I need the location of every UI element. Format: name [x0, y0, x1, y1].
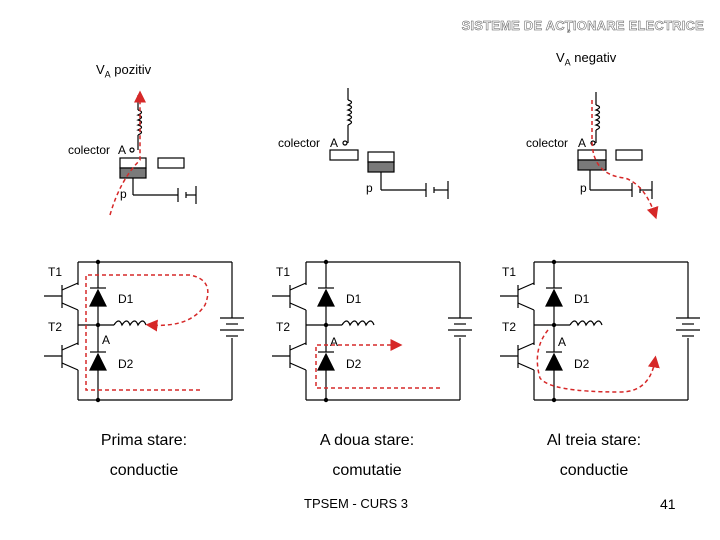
- current-path-3: [536, 329, 660, 393]
- footer-course: TPSEM - CURS 3: [304, 496, 409, 511]
- va-pozitiv-label: VA pozitiv: [96, 62, 152, 80]
- va-negativ-label: VA negativ: [556, 50, 617, 68]
- circuit-2: [272, 261, 472, 401]
- state-3-title: Al treia stare:: [546, 432, 642, 449]
- t2-label-1: T2: [48, 320, 63, 334]
- circuit-1-nodes: [95, 259, 101, 403]
- p-label-1: p: [120, 187, 127, 201]
- state-1-title: Prima stare:: [100, 432, 188, 449]
- current-path-2: [315, 339, 440, 389]
- circuit-2-nodes: [323, 259, 329, 403]
- a-label-3: A: [558, 335, 567, 349]
- d2-label-1: D2: [118, 357, 134, 371]
- p-label-2: p: [366, 181, 373, 195]
- current-arrow-top-1: [109, 90, 146, 216]
- a-label-top-3: A: [578, 136, 587, 150]
- colector-label-3: colector: [526, 136, 569, 150]
- a-label-top-1: A: [118, 143, 127, 157]
- t1-label-3: T1: [502, 265, 517, 279]
- state-1-mode: conductie: [109, 462, 179, 479]
- d1-label-1: D1: [118, 292, 134, 306]
- top-schematic-3: [577, 92, 653, 199]
- d2-label-2: D2: [346, 357, 362, 371]
- circuit-3: [500, 261, 700, 401]
- t1-label-2: T1: [276, 265, 291, 279]
- t1-label-1: T1: [48, 265, 63, 279]
- slide-header: SISTEME DE ACŢIONARE ELECTRICE: [461, 18, 704, 34]
- top-schematic-2: [329, 88, 449, 199]
- state-3-mode: conductie: [559, 462, 629, 479]
- a-label-1: A: [102, 333, 111, 347]
- colector-label-2: colector: [278, 136, 321, 150]
- a-label-top-2: A: [330, 136, 339, 150]
- current-path-1: [85, 274, 209, 391]
- d2-label-3: D2: [574, 357, 590, 371]
- d1-label-2: D1: [346, 292, 362, 306]
- t2-label-3: T2: [502, 320, 517, 334]
- top-schematic-1: [119, 95, 197, 204]
- a-label-2: A: [330, 335, 339, 349]
- d1-label-3: D1: [574, 292, 590, 306]
- state-2-mode: comutatie: [332, 462, 402, 479]
- state-2-title: A doua stare:: [319, 432, 415, 449]
- circuit-3-nodes: [551, 259, 557, 403]
- t2-label-2: T2: [276, 320, 291, 334]
- colector-label-1: colector: [68, 143, 111, 157]
- circuit-1: [44, 261, 244, 401]
- current-arrow-top-3: [591, 100, 659, 220]
- p-label-3: p: [580, 181, 587, 195]
- page-number: 41: [660, 496, 676, 512]
